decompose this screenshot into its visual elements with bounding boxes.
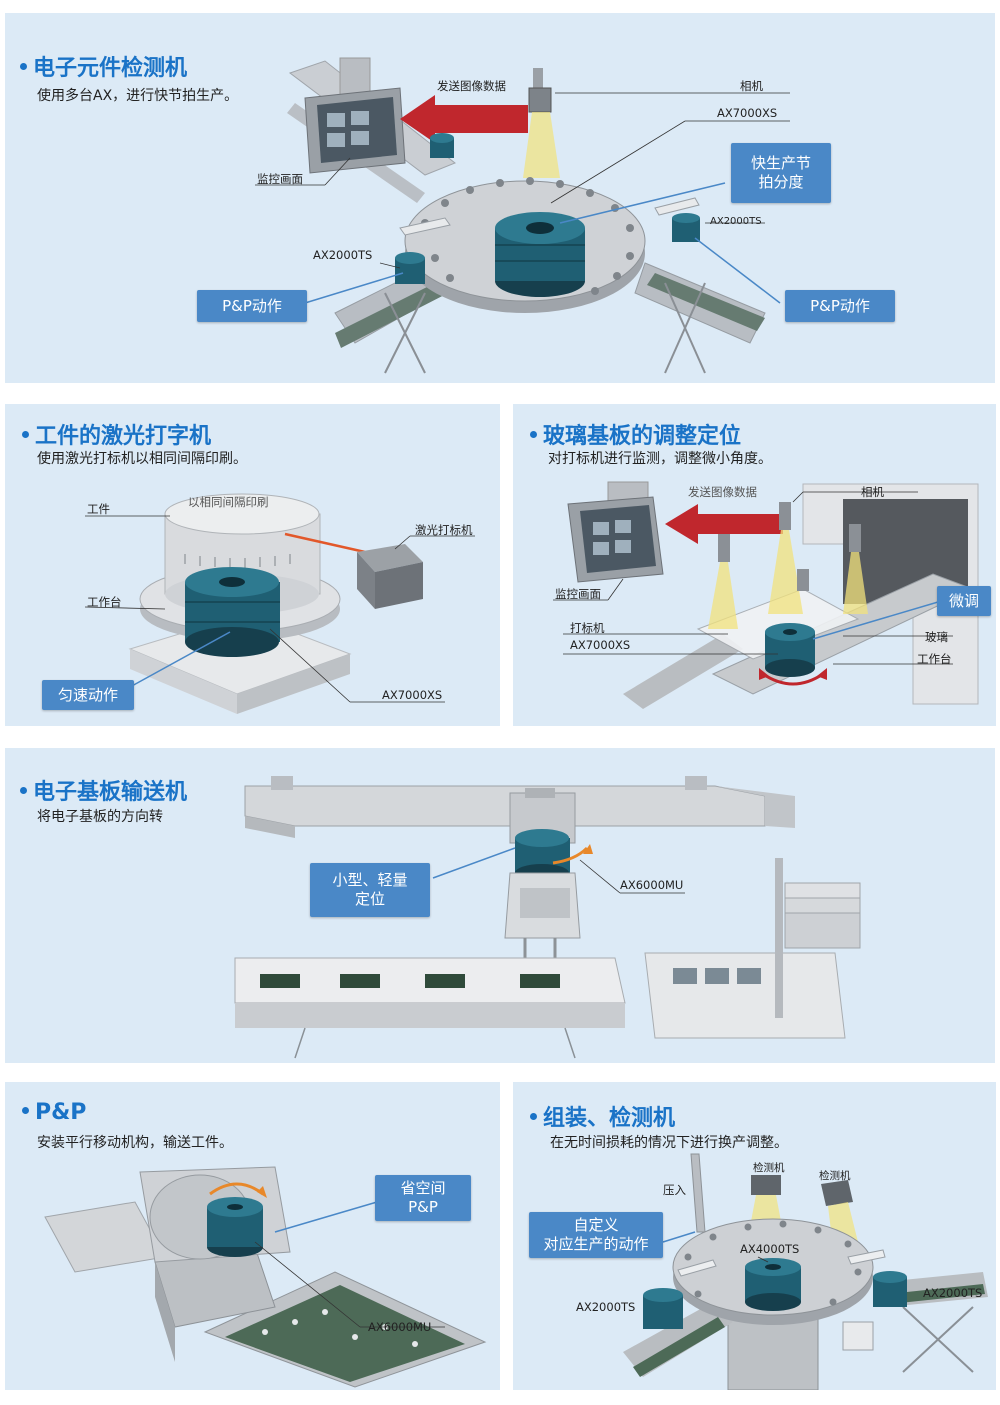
label-monitor: 监控画面 xyxy=(257,172,303,186)
label-workpiece: 工件 xyxy=(87,502,110,516)
label-ax2000ts-left: AX2000TS xyxy=(313,248,373,262)
label-ax4000ts: AX4000TS xyxy=(740,1242,800,1256)
section-title: 工件的激光打字机 xyxy=(22,418,211,450)
label-glass: 玻璃 xyxy=(925,630,948,644)
bullet-dot xyxy=(20,786,27,794)
label-ax7000xs: AX7000XS xyxy=(717,106,778,120)
label-send-image: 发送图像数据 xyxy=(437,79,506,93)
label-inspect-2: 检测机 xyxy=(819,1170,851,1182)
callout-save-space: 省空间 P&P xyxy=(375,1175,471,1221)
section-subtitle: 使用多台AX，进行快节拍生产。 xyxy=(37,88,239,104)
label-laser-marker: 激光打标机 xyxy=(415,523,473,537)
label-ax2000ts-right: AX2000TS xyxy=(710,216,762,227)
panel-laser-marking: 工件的激光打字机 使用激光打标机以相同间隔印刷。 工件 以相同间隔印刷 激光打标… xyxy=(5,404,500,726)
section-subtitle: 将电子基板的方向转 xyxy=(37,809,163,825)
bullet-dot xyxy=(22,1106,29,1114)
label-worktable: 工作台 xyxy=(917,652,952,666)
label-camera: 相机 xyxy=(861,485,884,499)
section-subtitle: 使用激光打标机以相同间隔印刷。 xyxy=(37,451,247,467)
label-send-image: 发送图像数据 xyxy=(688,485,757,499)
label-ax6000mu: AX6000MU xyxy=(620,878,684,892)
panel-assembly-inspection: 组装、检测机 在无时间损耗的情况下进行换产调整。 检测机 检测机 压入 AX40… xyxy=(513,1082,996,1390)
panel-board-conveyor: 电子基板输送机 将电子基板的方向转 AX6000MU 小型、轻量 定位 xyxy=(5,748,995,1063)
section-subtitle: 安装平行移动机构，输送工件。 xyxy=(37,1135,233,1151)
panel-electronic-inspection: 电子元件检测机 使用多台AX，进行快节拍生产。 发送图像数据 相机 AX7000… xyxy=(5,13,995,383)
section-subtitle: 在无时间损耗的情况下进行换产调整。 xyxy=(550,1135,788,1151)
label-press: 压入 xyxy=(663,1183,686,1197)
section-title: 组装、检测机 xyxy=(530,1100,675,1132)
section-title: 电子元件检测机 xyxy=(20,50,187,82)
callout-compact: 小型、轻量 定位 xyxy=(310,863,430,917)
label-camera: 相机 xyxy=(740,79,763,93)
panel-pick-and-place: P&P 安装平行移动机构，输送工件。 AX6000MU 省空间 P&P xyxy=(5,1082,500,1390)
label-ax7000xs: AX7000XS xyxy=(382,688,443,702)
section-title: 电子基板输送机 xyxy=(20,774,187,806)
label-worktable: 工作台 xyxy=(87,595,122,609)
label-ax6000mu: AX6000MU xyxy=(368,1320,432,1334)
laser-marking-illustration xyxy=(84,493,475,714)
label-monitor: 监控画面 xyxy=(555,587,601,601)
board-conveyor-illustration xyxy=(234,776,861,1059)
inspection-machine-illustration xyxy=(255,57,790,374)
bullet-dot xyxy=(530,1112,537,1120)
label-ax7000xs: AX7000XS xyxy=(570,638,631,652)
callout-pp-right: P&P动作 xyxy=(785,290,895,322)
label-same-interval: 以相同间隔印刷 xyxy=(188,495,269,509)
callout-uniform-motion: 匀速动作 xyxy=(42,680,134,710)
callout-fine-adjust: 微调 xyxy=(937,586,991,616)
panel-glass-alignment: 玻璃基板的调整定位 对打标机进行监测，调整微小角度。 发送图像数据 相机 监控画… xyxy=(513,404,996,726)
glass-alignment-illustration xyxy=(553,481,979,709)
callout-custom: 自定义 对应生产的动作 xyxy=(529,1212,663,1258)
pick-and-place-illustration xyxy=(44,1166,487,1388)
label-inspect-1: 检测机 xyxy=(753,1162,785,1174)
assembly-inspection-illustration xyxy=(623,1153,988,1390)
bullet-dot xyxy=(22,430,29,438)
callout-pp-left: P&P动作 xyxy=(197,290,307,322)
label-ax2000ts-right: AX2000TS xyxy=(923,1286,983,1300)
bullet-dot xyxy=(20,62,27,70)
section-title: 玻璃基板的调整定位 xyxy=(530,418,741,450)
section-subtitle: 对打标机进行监测，调整微小角度。 xyxy=(548,451,772,467)
label-marker: 打标机 xyxy=(570,621,605,635)
bullet-dot xyxy=(530,430,537,438)
label-ax2000ts-left: AX2000TS xyxy=(576,1300,636,1314)
callout-fast-tact: 快生产节 拍分度 xyxy=(731,143,831,203)
section-title: P&P xyxy=(22,1100,86,1125)
